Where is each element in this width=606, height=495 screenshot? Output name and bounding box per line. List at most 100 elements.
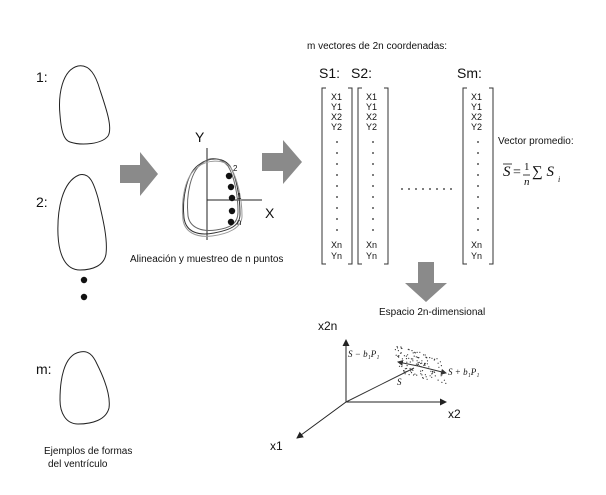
cloud-point	[420, 373, 422, 375]
process-arrow-2	[262, 140, 302, 184]
sm-entry-y2: Y2	[471, 122, 483, 132]
vector-bracket-sm	[462, 87, 494, 265]
alignment-axis-x-label: X	[265, 205, 275, 221]
mean-formula-lhs: S	[503, 164, 511, 180]
cloud-point	[421, 370, 424, 372]
cloud-point	[401, 365, 403, 368]
cloud-point	[419, 351, 421, 353]
cloud-point	[400, 347, 402, 349]
cloud-point	[423, 354, 425, 356]
sm-entry-x1: X1	[471, 92, 483, 102]
cloud-point	[445, 382, 447, 384]
cloud-point	[416, 360, 418, 362]
ellipsis-dot-1	[80, 276, 88, 284]
cloud-point	[405, 358, 408, 360]
cloud-point	[429, 357, 431, 359]
vector-header-s2: S2:	[351, 65, 373, 81]
cloud-point	[395, 354, 397, 356]
cloud-point	[423, 364, 425, 366]
sample-point-1	[228, 194, 236, 202]
sample-point-3	[227, 183, 235, 191]
cloud-point	[406, 367, 408, 370]
cloud-point	[409, 361, 411, 363]
vector-dots	[336, 141, 479, 231]
cloud-point	[408, 349, 410, 351]
cloud-point	[426, 378, 428, 380]
cloud-point	[439, 361, 441, 363]
cloud-point	[412, 360, 414, 362]
cloud-point	[418, 361, 420, 363]
cloud-point	[396, 346, 398, 348]
cloud-point	[397, 350, 399, 352]
mean-formula-num: 1	[524, 161, 530, 173]
cloud-point	[434, 375, 436, 377]
mean-vector-label: Vector promedio:	[498, 136, 574, 147]
mean-formula-den: n	[524, 176, 530, 188]
s1-entry-x2: X2	[331, 112, 343, 122]
cloud-point	[437, 379, 439, 381]
cloud-point	[441, 381, 443, 383]
space-label-minus: S − b₁P₁	[348, 349, 380, 359]
cloud-point	[411, 369, 413, 371]
cloud-point	[433, 359, 435, 361]
cloud-point	[415, 356, 417, 358]
cloud-point	[403, 371, 405, 373]
cloud-point	[437, 362, 439, 364]
cloud-point	[420, 370, 422, 372]
cloud-point	[406, 365, 408, 367]
cloud-point	[430, 370, 432, 372]
cloud-point	[415, 363, 417, 365]
space-title: Espacio 2n-dimensional	[379, 307, 486, 318]
cloud-point	[438, 366, 440, 368]
sample-point-n	[227, 218, 235, 226]
sample-point-2	[225, 172, 233, 180]
cloud-point	[417, 357, 419, 359]
cloud-point	[440, 365, 442, 367]
cloud-point	[426, 363, 428, 365]
mean-formula-sum: ∑ S	[532, 164, 554, 180]
sm-entry-x2: X2	[471, 112, 483, 122]
aligned-shape-c	[181, 160, 243, 237]
cloud-point	[396, 347, 399, 349]
space-label-plus: S + b₁P₁	[448, 367, 480, 377]
space-axis-x2-label: x2	[448, 407, 461, 421]
s2-entry-y2: Y2	[366, 122, 378, 132]
s1-entry-y1: Y1	[331, 102, 343, 112]
point-cloud	[394, 346, 447, 384]
s2-entry-x2: X2	[366, 112, 378, 122]
mean-vector-line	[345, 367, 415, 403]
vector-header-s1: S1:	[319, 65, 341, 81]
shapes-caption-line2: del ventrículo	[48, 459, 108, 470]
cloud-point	[429, 375, 431, 377]
cloud-point	[405, 355, 407, 357]
process-arrow-down	[405, 262, 447, 302]
cloud-point	[422, 377, 424, 379]
cloud-point	[398, 356, 400, 358]
vector-bracket-s1	[321, 87, 353, 265]
s1-entry-x1: X1	[331, 92, 343, 102]
s1-entry-y2: Y2	[331, 122, 343, 132]
cloud-point	[431, 370, 434, 373]
cloud-point	[408, 374, 410, 376]
sm-entry-xn: Xn	[471, 240, 483, 250]
cloud-point	[436, 358, 438, 360]
cloud-point	[421, 360, 423, 362]
cloud-point	[410, 372, 413, 374]
sm-entry-y1: Y1	[471, 102, 483, 112]
cloud-point	[400, 346, 402, 348]
cloud-point	[408, 357, 410, 359]
shape-label-m: m:	[36, 361, 52, 377]
cloud-point	[413, 355, 415, 357]
cloud-point	[424, 364, 426, 366]
cloud-point	[440, 375, 442, 377]
cloud-point	[420, 362, 422, 365]
cloud-point	[404, 368, 406, 370]
vector-ellipsis	[401, 188, 452, 190]
cloud-point	[409, 367, 411, 370]
ellipsis-dot-2	[80, 293, 88, 301]
shape-label-1: 1:	[36, 69, 48, 85]
vector-header-sm: Sm:	[457, 65, 482, 81]
cloud-point	[400, 352, 402, 354]
point-label-n: n	[237, 218, 242, 227]
process-arrow-1	[120, 152, 158, 196]
